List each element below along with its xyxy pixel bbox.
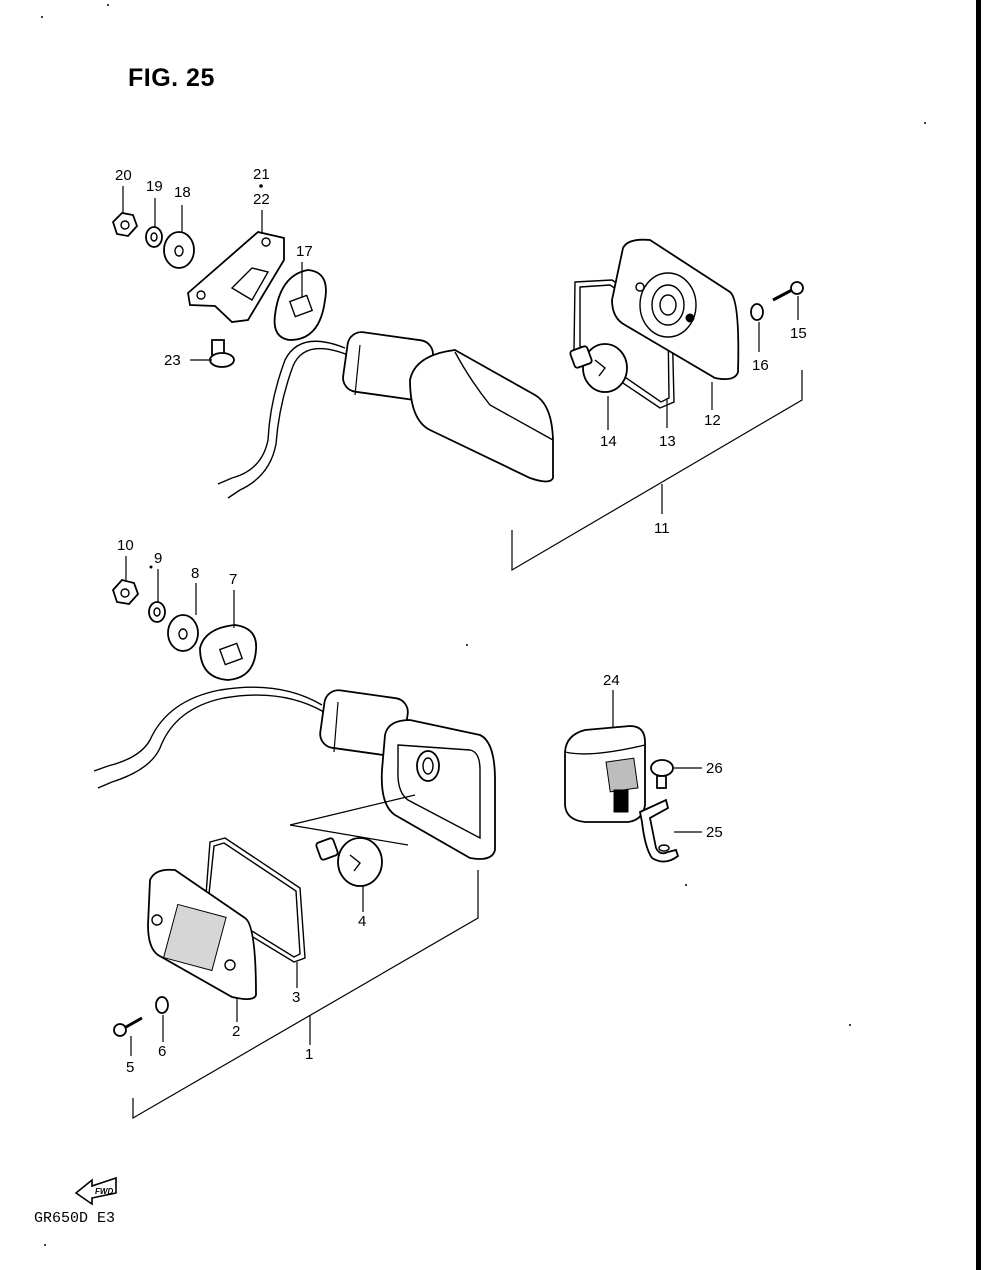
- callout-2: 2: [232, 1023, 240, 1040]
- callout-6: 6: [158, 1043, 166, 1060]
- bracket-25: [638, 798, 680, 863]
- lock-washer-19: [145, 226, 163, 248]
- callout-12: 12: [704, 412, 721, 429]
- callout-15: 15: [790, 325, 807, 342]
- callout-7: 7: [229, 571, 237, 588]
- callout-10: 10: [117, 537, 134, 554]
- grommet-7: [199, 624, 258, 681]
- nut-20: [111, 212, 139, 237]
- forward-direction-arrow: FWD: [74, 1176, 117, 1206]
- fwd-label: FWD: [95, 1187, 113, 1196]
- lower-turn-signal-assembly: [93, 556, 496, 1120]
- callout-21: 21: [253, 166, 270, 183]
- page-edge-bar: [976, 0, 981, 1270]
- grommet-17: [273, 269, 327, 341]
- turn-signal-relay-assembly: [564, 690, 702, 863]
- callout-24: 24: [603, 672, 620, 689]
- callout-26: 26: [706, 760, 723, 777]
- callout-3: 3: [292, 989, 300, 1006]
- callout-5: 5: [126, 1059, 134, 1076]
- lower-wire-harness: [107, 686, 323, 767]
- callout-16: 16: [752, 357, 769, 374]
- callout-13: 13: [659, 433, 676, 450]
- upper-wire-harness: [231, 340, 346, 479]
- bolt-23: [209, 339, 235, 368]
- lens-12: [611, 238, 740, 381]
- callout-14: 14: [600, 433, 617, 450]
- nut-10: [111, 578, 140, 605]
- lens-2: [147, 868, 257, 1000]
- washer-8: [167, 614, 199, 652]
- lock-washer-9: [148, 601, 166, 623]
- figure-title: FIG. 25: [128, 64, 215, 92]
- callout-9: 9: [154, 550, 162, 567]
- callout-18: 18: [174, 184, 191, 201]
- callout-labels: 20 19 18 21 22 17 23 15 16 12 13 14 11 1…: [115, 166, 807, 1076]
- callout-17: 17: [296, 243, 313, 260]
- upper-turn-signal-assembly: [111, 186, 804, 572]
- callout-8: 8: [191, 565, 199, 582]
- upper-signal-housing: [409, 349, 554, 483]
- callout-20: 20: [115, 167, 132, 184]
- screw-15: [772, 281, 804, 302]
- lower-signal-housing: [380, 719, 496, 860]
- callout-4: 4: [358, 913, 366, 930]
- callout-19: 19: [146, 178, 163, 195]
- callout-1: 1: [305, 1046, 313, 1063]
- washer-16: [750, 303, 764, 321]
- callout-25: 25: [706, 824, 723, 841]
- model-code: GR650D E3: [34, 1210, 116, 1227]
- bracket-21-22: [187, 231, 285, 323]
- relay-24: [564, 725, 646, 823]
- bulb-4: [315, 837, 383, 887]
- screw-26: [650, 759, 674, 789]
- washer-6: [155, 996, 169, 1014]
- callout-22: 22: [253, 191, 270, 208]
- washer-18: [163, 231, 195, 269]
- callout-11: 11: [654, 520, 670, 537]
- callout-23: 23: [164, 352, 181, 369]
- bulb-14: [569, 343, 628, 393]
- screw-5: [113, 1016, 143, 1037]
